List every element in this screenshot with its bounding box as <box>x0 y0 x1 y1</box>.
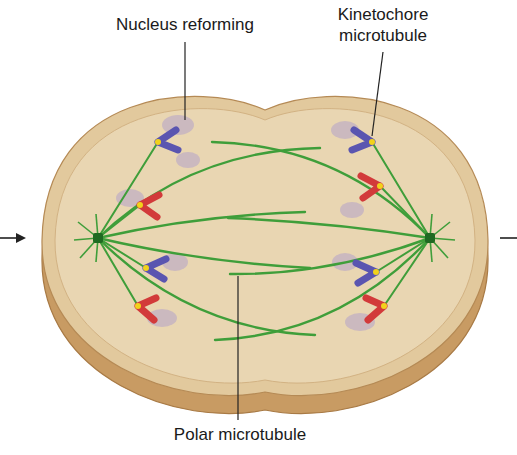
kinetochore-microtubule <box>98 205 140 238</box>
kinetochore-microtubule <box>98 238 138 306</box>
chromosome <box>356 263 379 283</box>
kinetochore <box>135 303 141 309</box>
part-label: Kinetochore microtubule <box>318 4 448 46</box>
chromosome <box>135 298 156 320</box>
chromatid <box>366 298 384 320</box>
arrow-head <box>16 233 26 243</box>
chromatid <box>356 263 376 283</box>
polar-microtubule <box>228 218 430 238</box>
leader-line <box>372 52 383 136</box>
chromosome <box>155 130 178 150</box>
centriole <box>93 233 103 243</box>
part-label: Polar microtubule <box>140 424 340 445</box>
chromatid <box>361 176 380 198</box>
polar-microtubule <box>98 212 305 238</box>
polar-microtubule <box>98 238 310 268</box>
part-label: Nucleus reforming <box>90 14 280 35</box>
arrow-shaft <box>500 237 517 239</box>
chromosome <box>143 259 166 279</box>
polar-microtubule <box>98 148 320 238</box>
kinetochore <box>143 265 149 271</box>
kinetochore-microtubule <box>98 142 158 238</box>
kinetochore <box>369 139 375 145</box>
kinetochore-microtubule <box>384 238 430 306</box>
chromosome <box>137 195 159 217</box>
nuclear-envelope-fragment <box>340 202 364 218</box>
chromatid <box>352 130 372 150</box>
polar-microtubule <box>215 238 430 340</box>
kinetochore-microtubules <box>98 142 430 306</box>
centrosome <box>93 233 435 243</box>
chromatid <box>158 130 178 150</box>
kinetochore <box>137 202 143 208</box>
leader-line <box>237 276 238 420</box>
polar-microtubule <box>98 238 315 335</box>
chromatid <box>146 259 166 279</box>
kinetochore-microtubule <box>98 238 146 268</box>
arrow-shaft <box>0 237 18 239</box>
kinetochore-microtubule <box>380 186 430 238</box>
polar-microtubule <box>230 238 430 274</box>
cytoplasm <box>55 109 475 384</box>
kinetochore-microtubule <box>372 142 430 238</box>
kinetochore-microtubule <box>376 238 430 272</box>
chromosome <box>361 176 383 198</box>
chromatid <box>138 298 156 320</box>
leader-lines <box>185 42 383 420</box>
cell-membrane <box>42 96 488 395</box>
kinetochore <box>373 269 379 275</box>
centriole <box>425 233 435 243</box>
aster <box>74 214 455 262</box>
nuclear-envelope-fragment <box>176 152 200 168</box>
polar-microtubule <box>212 142 430 238</box>
chromosome <box>352 130 375 150</box>
chromatid <box>140 195 159 217</box>
chromosomes <box>135 130 387 320</box>
kinetochore <box>155 139 161 145</box>
kinetochore <box>377 183 383 189</box>
kinetochore <box>381 303 387 309</box>
leader-line <box>184 42 185 120</box>
chromosome <box>366 298 387 320</box>
polar-microtubules <box>98 142 430 340</box>
